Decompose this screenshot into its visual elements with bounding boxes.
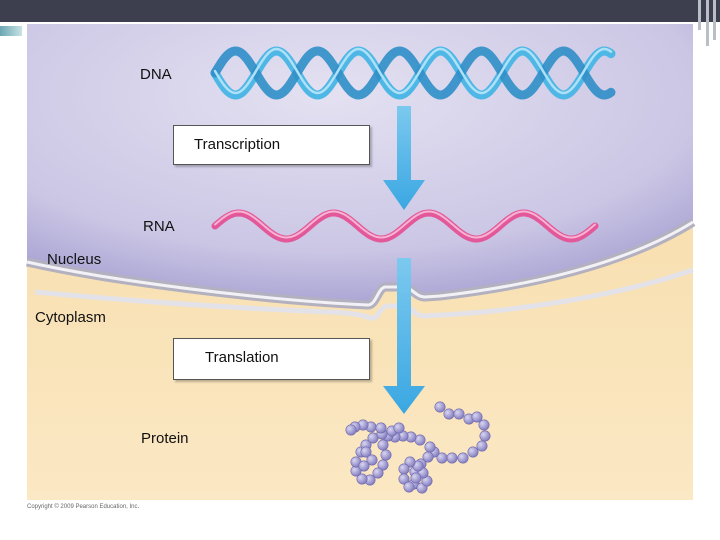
amino-acid-bead — [478, 419, 490, 431]
amino-acid-bead — [358, 460, 370, 472]
rna-strand — [211, 209, 599, 243]
nuclear-envelope-highlight — [26, 220, 694, 307]
translation-arrow — [383, 258, 425, 414]
amino-acid-bead — [436, 452, 448, 464]
amino-acid-bead — [398, 473, 410, 485]
rna-label: RNA — [143, 218, 175, 235]
amino-acid-bead — [443, 408, 455, 420]
amino-acid-bead — [367, 432, 379, 444]
amino-acid-bead — [360, 446, 372, 458]
dna-double-helix — [210, 46, 616, 100]
amino-acid-bead — [372, 467, 384, 479]
transcription-arrow — [383, 106, 425, 210]
nucleus-label: Nucleus — [47, 251, 102, 268]
amino-acid-bead — [467, 446, 479, 458]
amino-acid-bead — [403, 481, 415, 493]
slide-top-bar — [0, 0, 720, 22]
dna-label: DNA — [140, 66, 172, 83]
amino-acid-bead — [377, 459, 389, 471]
amino-acid-bead — [479, 430, 491, 442]
protein-label: Protein — [141, 430, 189, 447]
amino-acid-bead — [476, 440, 488, 452]
amino-acid-bead — [345, 424, 357, 436]
amino-acid-bead — [377, 439, 389, 451]
slide-accent-right — [694, 0, 720, 50]
amino-acid-bead — [356, 473, 368, 485]
amino-acid-bead — [424, 441, 436, 453]
amino-acid-bead — [434, 401, 446, 413]
translation-box: Translation — [173, 338, 370, 380]
amino-acid-bead — [366, 454, 378, 466]
amino-acid-bead — [457, 452, 469, 464]
amino-acid-bead — [380, 449, 392, 461]
membrane-outline — [34, 267, 694, 321]
amino-acid-bead — [375, 422, 387, 434]
amino-acid-bead — [410, 472, 422, 484]
amino-acid-bead — [398, 463, 410, 475]
amino-acid-bead — [446, 452, 458, 464]
cytoplasm-label: Cytoplasm — [35, 309, 106, 326]
copyright-text: Copyright © 2009 Pearson Education, Inc. — [27, 504, 140, 510]
transcription-box: Transcription — [173, 125, 370, 165]
translation-label: Translation — [205, 349, 279, 366]
amino-acid-bead — [404, 456, 416, 468]
protein-chain — [345, 401, 491, 494]
amino-acid-bead — [453, 408, 465, 420]
slide-accent-left — [0, 26, 22, 36]
transcription-label: Transcription — [194, 136, 281, 153]
amino-acid-bead — [471, 411, 483, 423]
amino-acid-bead — [393, 422, 405, 434]
